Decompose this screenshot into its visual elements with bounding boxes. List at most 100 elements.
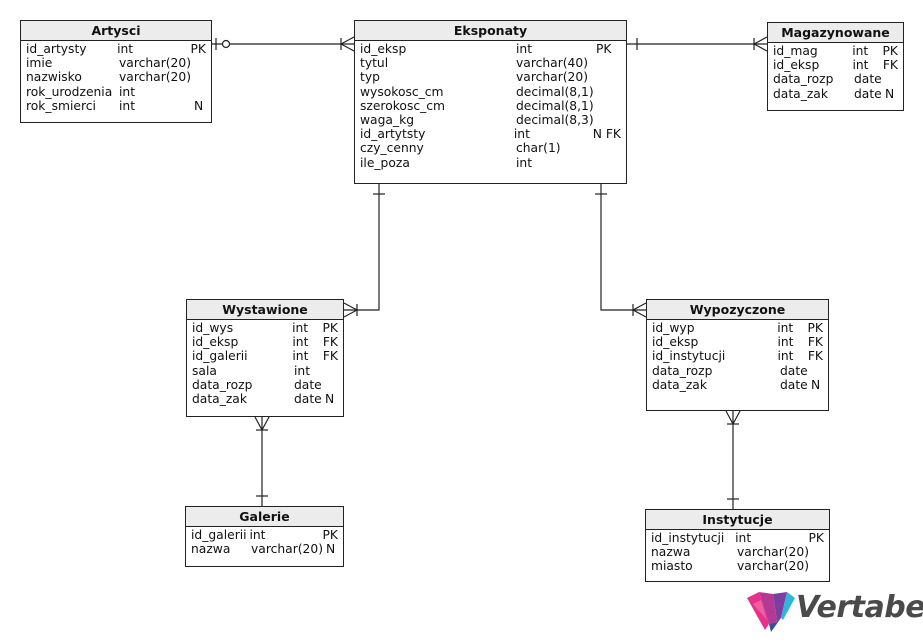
column-name: czy_cenny: [360, 141, 424, 156]
column-type: int: [777, 321, 794, 335]
column-name: miasto: [651, 559, 693, 574]
column-name: sala: [192, 363, 217, 378]
column-name: rok_smierci: [26, 98, 96, 113]
column-name: imie: [26, 56, 53, 71]
column-name: szerokosc_cm: [360, 98, 445, 113]
column-name: nazwa: [651, 545, 691, 560]
column-type: int: [249, 528, 266, 542]
column-type: decimal(8,3): [516, 112, 594, 127]
column-type: int: [777, 335, 794, 350]
column-name: data_zak: [773, 86, 828, 101]
column-name: id_eksp: [360, 42, 407, 56]
many-marker: [340, 36, 355, 45]
column-name: nazwisko: [26, 70, 82, 85]
many-marker: [254, 416, 263, 431]
column-row[interactable]: waga_kg decimal(8,3): [360, 113, 621, 127]
entity-title: Wypozyczone: [647, 300, 828, 320]
column-row[interactable]: szerokosc_cm decimal(8,1): [360, 99, 621, 113]
column-row[interactable]: miasto varchar(20): [651, 559, 824, 573]
column-flags: FK: [322, 335, 338, 350]
column-name: id_artytsty: [360, 127, 426, 142]
relationship-line: [600, 184, 646, 311]
column-type: decimal(8,1): [516, 98, 594, 113]
column-flags: N: [194, 98, 204, 113]
many-marker: [732, 410, 741, 425]
many-marker: [753, 36, 768, 45]
column-flags: FK: [882, 58, 898, 73]
column-type: varchar(20): [516, 70, 588, 85]
many-marker: [725, 410, 734, 425]
entity-title: Wystawione: [187, 300, 343, 320]
column-row[interactable]: id_eksp int FK: [192, 335, 338, 349]
column-type: int: [292, 335, 309, 350]
column-flags: N: [325, 391, 335, 406]
column-type: int: [292, 321, 309, 335]
vertabelo-logo-icon: [747, 592, 795, 632]
column-flags: FK: [322, 349, 338, 364]
column-name: id_galerii: [192, 349, 248, 364]
entity-title: Artysci: [21, 21, 211, 41]
column-row[interactable]: rok_urodzenia int: [26, 85, 206, 99]
column-name: waga_kg: [360, 112, 415, 127]
column-name: id_wyp: [652, 321, 695, 335]
column-row[interactable]: id_galerii int FK: [192, 349, 338, 363]
entity-title: Magazynowane: [768, 23, 903, 43]
column-type: varchar(20): [737, 545, 809, 560]
column-name: data_rozp: [192, 377, 253, 392]
column-row[interactable]: nazwa varchar(20): [651, 545, 824, 559]
column-name: rok_urodzenia: [26, 84, 113, 99]
column-name: id_eksp: [192, 335, 239, 350]
column-type: varchar(20): [737, 559, 809, 574]
entity-title: Galerie: [186, 507, 343, 527]
column-name: id_galerii: [191, 528, 247, 542]
column-name: id_artysty: [26, 42, 87, 56]
column-type: int: [852, 44, 869, 58]
column-type: int: [516, 155, 533, 170]
column-type: int: [292, 349, 309, 364]
column-type: int: [117, 42, 134, 56]
column-type: int: [119, 84, 136, 99]
column-type: varchar(40): [516, 56, 588, 71]
many-marker: [632, 302, 647, 311]
column-name: data_zak: [192, 391, 247, 406]
column-name: id_wys: [192, 321, 234, 335]
column-name: data_zak: [652, 377, 707, 392]
